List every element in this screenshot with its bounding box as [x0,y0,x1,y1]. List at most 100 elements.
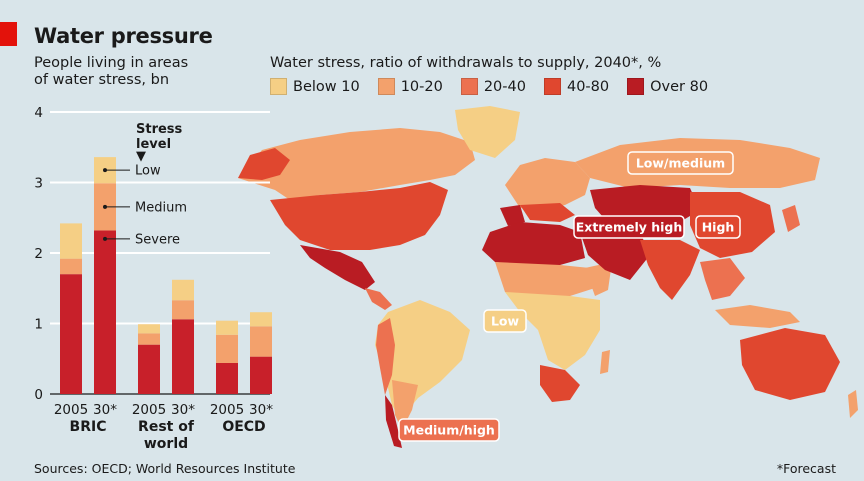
legend-item: 20-40 [460,78,526,95]
bar-segment-severe [172,319,194,394]
leader-label-medium: Medium [135,200,187,215]
group-label-rest-of-world-1: Rest of [138,419,195,435]
legend-swatch [270,78,287,95]
leader-label-severe: Severe [135,232,180,247]
map-region-europe [505,158,590,210]
bar-segment-medium [172,300,194,320]
bar-segment-severe [94,230,116,394]
y-tick-label: 0 [34,387,43,403]
map-label-text: Low/medium [636,156,725,171]
y-tick-label: 4 [34,105,43,121]
map-label-box [573,215,685,239]
map-label-box [695,215,741,239]
legend-swatch [377,78,395,95]
legend-label: Over 80 [650,78,709,95]
bar-segment-medium [138,333,160,345]
forecast-footnote: *Forecast [776,461,836,476]
bar-segment-medium [216,334,238,363]
legend-item: Over 80 [627,78,708,95]
map-region-japan-korea [782,205,800,232]
legend-item: Below 10 [270,78,360,95]
map-region-chile [385,395,402,448]
group-label-rest-of-world-2: world [144,436,188,452]
map-region-new-zealand [848,390,858,418]
legend-label: 40-80 [566,78,610,95]
legend-swatch [543,78,561,95]
map-label-box [483,309,527,333]
map-label-text: Extremely high [576,220,683,235]
map-label-text: Medium/high [403,423,495,438]
stress-level-arrow: ▼ [136,149,146,164]
leader-label-low: Low [135,164,161,179]
y-tick-label: 3 [34,176,43,192]
map-region-canada [238,128,475,200]
world-map [238,106,858,448]
map-region-greenland [455,106,520,158]
bar-segment-low [60,223,82,259]
map-region-alaska [238,148,290,180]
brand-red-tag [0,22,17,46]
map-legend: Below 10 10-20 20-40 40-80 Over 80 [270,78,726,95]
group-label-bric: BRIC [70,419,107,435]
bar-segment-medium [250,326,272,357]
legend-label: 10-20 [400,78,443,95]
bar-segment-low [172,279,194,301]
map-region-indonesia [715,305,800,328]
bar-segment-low [138,324,160,334]
bar-segment-severe [60,274,82,394]
bar-segment-medium [60,258,82,275]
map-region-central-america [365,288,392,310]
x-tick-label: 30* [249,402,273,418]
bar-chart-subtitle: People living in areas of water stress, … [34,55,244,89]
bar-segment-low [250,312,272,327]
y-tick-label: 2 [34,246,43,262]
map-region-india [640,240,700,300]
map-region-argentina [392,380,418,430]
bar-segment-low [216,320,238,335]
map-label-box [398,418,500,442]
stress-level-label-2: level [136,137,171,152]
legend-swatch [627,78,645,95]
stress-level-label-1: Stress [136,122,183,137]
map-region-southern-africa [540,365,580,402]
map-region-usa [270,182,448,250]
map-region-south-europe [520,203,575,222]
map-region-madagascar [600,350,610,374]
map-label-text: Low [491,314,520,329]
map-label: Low [483,309,527,333]
x-tick-label: 2005 [210,402,244,418]
x-tick-label: 2005 [54,402,88,418]
map-region-andes [376,318,395,395]
map-label-box [627,151,734,175]
chart-title: Water pressure [34,24,213,48]
x-tick-label: 30* [171,402,195,418]
source-note: Sources: OECD; World Resources Institute [34,461,296,476]
bar-segment-severe [138,344,160,394]
legend-label: 20-40 [483,78,526,95]
map-region-sahel [495,262,595,300]
y-tick-label: 1 [34,317,43,333]
legend-swatch [460,78,478,95]
legend-label: Below 10 [293,78,360,95]
x-tick-label: 2005 [132,402,166,418]
bar-chart-subtitle-line-2: of water stress, bn [34,72,170,88]
bar-segment-severe [216,362,238,394]
map-label: Medium/high [398,418,500,442]
map-region-north-africa [482,222,585,265]
group-label-oecd: OECD [222,419,265,435]
map-region-central-africa [505,292,600,370]
map-region-southeast-asia [700,258,745,300]
bar-chart-subtitle-line-1: People living in areas [34,55,189,71]
map-region-mexico [300,245,375,290]
map-region-iberia [500,205,525,226]
legend-item: 10-20 [377,78,443,95]
legend-item: 40-80 [543,78,610,95]
map-label-text: High [702,220,735,235]
map-label: High [695,215,741,239]
map-region-australia [740,328,840,400]
map-subtitle: Water stress, ratio of withdrawals to su… [270,55,662,71]
x-tick-label: 30* [93,402,117,418]
